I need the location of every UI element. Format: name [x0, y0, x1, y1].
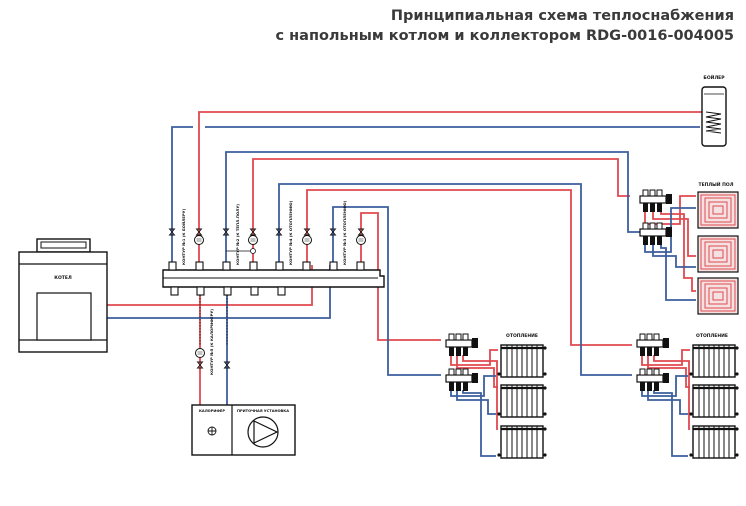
floor-boiler: КОТЕЛ — [18, 238, 108, 353]
circulation-pumps — [194, 235, 366, 358]
dhw-tank-label: БОЙЛЕР — [703, 73, 725, 81]
heating-group-2: ОТОПЛЕНИЕ — [636, 333, 740, 460]
underfloor-heating: ТЕПЛЫЙ ПОЛ — [639, 180, 739, 315]
ventilation-label: ПРИТОЧНАЯ УСТАНОВКА — [237, 409, 289, 413]
circuit-2-label: КОНТУР №2 (К ТЕПЛ.ПОЛУ) — [235, 204, 240, 265]
supply-pipes — [107, 111, 712, 430]
underfloor-return-manifold — [639, 222, 673, 246]
diagram-title: Принципиальная схема теплоснабжения с на… — [276, 6, 735, 46]
circuit-1-label: КОНТУР №1 (К БОЙЛЕРУ) — [181, 208, 186, 265]
heating-group-1: ОТОПЛЕНИЕ — [445, 333, 548, 460]
dotted-links — [199, 295, 228, 345]
title-line-1: Принципиальная схема теплоснабжения — [390, 8, 734, 24]
circuit-labels: КОНТУР №1 (К БОЙЛЕРУ) КОНТУР №2 (К ТЕПЛ.… — [181, 200, 347, 375]
dhw-tank: БОЙЛЕР — [701, 73, 727, 147]
circuit-4-label: КОНТУР №4 (К ОТОПЛЕНИЮ) — [288, 200, 293, 265]
title-line-2: с напольным котлом и коллектором RDG-001… — [275, 28, 735, 44]
circuit-5-label: КОНТУР №5 (К КАЛОРИФЕРУ) — [209, 309, 214, 375]
underfloor-supply-manifold — [639, 189, 673, 213]
underfloor-label: ТЕПЛЫЙ ПОЛ — [699, 180, 734, 188]
fan-icon — [247, 416, 279, 448]
circuit-3-label: КОНТУР №3 (К ОТОПЛЕНИЮ) — [342, 200, 347, 265]
distribution-collector — [162, 261, 385, 296]
boiler-label: КОТЕЛ — [54, 275, 72, 281]
heater-label: КАЛОРИФЕР — [199, 409, 225, 413]
heating-2-label: ОТОПЛЕНИЕ — [696, 333, 728, 339]
ventilation-unit: КАЛОРИФЕР ПРИТОЧНАЯ УСТАНОВКА — [191, 404, 296, 456]
heating-1-label: ОТОПЛЕНИЕ — [506, 333, 538, 339]
